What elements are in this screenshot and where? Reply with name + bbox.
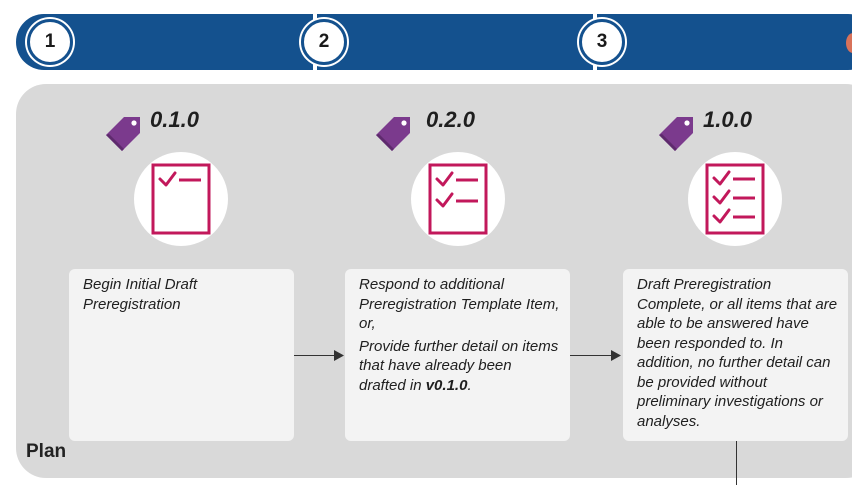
version-tag-icon	[659, 117, 693, 151]
stage-description-card: Respond to additional Preregistration Te…	[345, 269, 570, 441]
checklist-1-item-icon	[151, 163, 211, 235]
stage-description-detail: Provide further detail on items that hav…	[359, 337, 559, 394]
stage-description-card: Begin Initial Draft Preregistration	[69, 269, 294, 441]
version-tag-icon	[106, 117, 140, 151]
step-3-marker[interactable]: 3	[579, 19, 625, 65]
checklist-3-items-icon	[705, 163, 765, 235]
arrowhead-icon	[334, 350, 344, 361]
step-2-marker[interactable]: 2	[301, 19, 347, 65]
version-label: 1.0.0	[703, 107, 752, 132]
flow-arrow	[294, 355, 336, 356]
version-reference: v0.1.0	[425, 376, 468, 394]
arrowhead-icon	[611, 350, 621, 361]
stage-description: Respond to additional Preregistration Te…	[359, 276, 560, 332]
flow-connector	[736, 441, 737, 485]
stage-progress-bar	[16, 14, 852, 70]
stage-description-card: Draft Preregistration Complete, or all i…	[623, 269, 848, 441]
flow-arrow	[570, 355, 612, 356]
checklist-circle	[411, 152, 505, 246]
step-4-marker-partial	[846, 33, 852, 53]
checklist-circle	[688, 152, 782, 246]
checklist-circle	[134, 152, 228, 246]
step-1-marker[interactable]: 1	[27, 19, 73, 65]
checklist-2-items-icon	[428, 163, 488, 235]
version-label: 0.1.0	[150, 107, 199, 132]
stage-description: Begin Initial Draft Preregistration	[83, 276, 198, 313]
step-number: 3	[596, 31, 608, 52]
stage-description: Draft Preregistration Complete, or all i…	[637, 276, 838, 430]
plan-label: Plan	[26, 441, 67, 462]
version-label: 0.2.0	[426, 107, 475, 132]
step-number: 1	[44, 31, 56, 52]
step-number: 2	[318, 31, 330, 52]
version-tag-icon	[376, 117, 410, 151]
